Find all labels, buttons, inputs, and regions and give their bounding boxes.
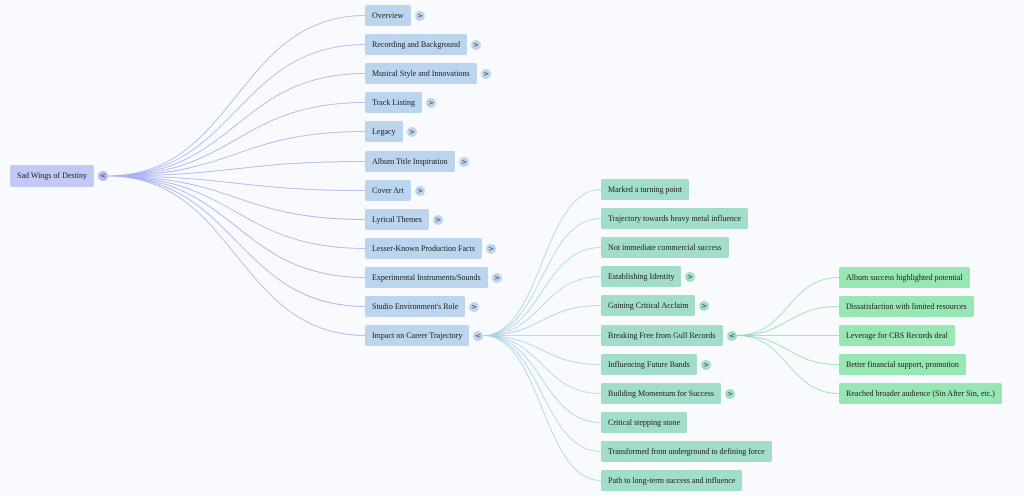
root-collapse-toggle[interactable]: < bbox=[98, 171, 108, 181]
edge-breaking-to-reached-broader-audience-sin-after-sin-etc bbox=[736, 335, 840, 394]
edge-impact-to-marked-a-turning-point bbox=[482, 189, 602, 336]
expand-toggle-legacy[interactable]: > bbox=[407, 126, 417, 137]
edge-root-to-lyrical-themes bbox=[107, 175, 366, 220]
expand-toggle-recording-and-background[interactable]: > bbox=[471, 39, 481, 50]
expand-toggle-cover-art[interactable]: > bbox=[415, 185, 425, 196]
impact-node-trajectory-towards-heavy-metal-influence[interactable]: Trajectory towards heavy metal influence bbox=[601, 208, 748, 229]
topic-node-impact-on-career-trajectory[interactable]: Impact on Career Trajectory bbox=[365, 325, 470, 346]
edge-impact-to-path-to-long-term-success-and-influence bbox=[482, 335, 602, 481]
impact-node-marked-a-turning-point[interactable]: Marked a turning point bbox=[601, 179, 689, 200]
edge-impact-to-building-momentum-for-success bbox=[482, 335, 602, 394]
impact-node-critical-stepping-stone[interactable]: Critical stepping stone bbox=[601, 412, 687, 433]
collapse-toggle-impact-on-career-trajectory[interactable]: < bbox=[473, 330, 483, 341]
edge-impact-to-trajectory-towards-heavy-metal-influence bbox=[482, 218, 602, 336]
edge-root-to-lesser-known-production-facts bbox=[107, 175, 366, 249]
topic-node-experimental-instruments-sounds[interactable]: Experimental Instruments/Sounds bbox=[365, 267, 488, 288]
expand-toggle-album-title-inspiration[interactable]: > bbox=[459, 156, 469, 167]
expand-toggle-studio-environment-s-role[interactable]: > bbox=[469, 301, 479, 312]
topic-node-lesser-known-production-facts[interactable]: Lesser-Known Production Facts bbox=[365, 238, 482, 259]
expand-toggle-overview[interactable]: > bbox=[415, 10, 425, 21]
breaking-node-reached-broader-audience-sin-after-sin-etc[interactable]: Reached broader audience (Sin After Sin,… bbox=[839, 383, 1002, 404]
impact-node-breaking-free-from-gull-records[interactable]: Breaking Free from Gull Records bbox=[601, 325, 723, 346]
expand-toggle-track-listing[interactable]: > bbox=[426, 97, 436, 108]
expand-toggle-building-momentum-for-success[interactable]: > bbox=[725, 388, 735, 399]
edge-root-to-experimental-instruments-sounds bbox=[107, 175, 366, 278]
collapse-toggle-breaking-free-from-gull-records[interactable]: < bbox=[727, 330, 737, 341]
impact-node-building-momentum-for-success[interactable]: Building Momentum for Success bbox=[601, 383, 721, 404]
edge-root-to-studio-environment-s-role bbox=[107, 175, 366, 307]
topic-node-recording-and-background[interactable]: Recording and Background bbox=[365, 34, 467, 55]
impact-node-not-immediate-commercial-success[interactable]: Not immediate commercial success bbox=[601, 237, 729, 258]
topic-node-track-listing[interactable]: Track Listing bbox=[365, 92, 423, 113]
edge-root-to-musical-style-and-innovations bbox=[107, 73, 366, 177]
impact-node-gaining-critical-acclaim[interactable]: Gaining Critical Acclaim bbox=[601, 295, 696, 316]
edge-root-to-recording-and-background bbox=[107, 44, 366, 177]
impact-node-transformed-from-underground-to-defining-force[interactable]: Transformed from underground to defining… bbox=[601, 441, 772, 462]
edge-root-to-track-listing bbox=[107, 102, 366, 177]
topic-node-musical-style-and-innovations[interactable]: Musical Style and Innovations bbox=[365, 63, 477, 84]
breaking-node-better-financial-support-promotion[interactable]: Better financial support, promotion bbox=[839, 354, 966, 375]
root-node[interactable]: Sad Wings of Destiny bbox=[10, 165, 94, 187]
impact-node-path-to-long-term-success-and-influence[interactable]: Path to long-term success and influence bbox=[601, 470, 743, 491]
topic-node-legacy[interactable]: Legacy bbox=[365, 121, 403, 142]
expand-toggle-musical-style-and-innovations[interactable]: > bbox=[481, 68, 491, 79]
edge-impact-to-influencing-future-bands bbox=[482, 335, 602, 365]
breaking-node-leverage-for-cbs-records-deal[interactable]: Leverage for CBS Records deal bbox=[839, 325, 955, 346]
topic-node-album-title-inspiration[interactable]: Album Title Inspiration bbox=[365, 151, 455, 172]
edge-impact-to-critical-stepping-stone bbox=[482, 335, 602, 423]
breaking-node-dissatisfaction-with-limited-resources[interactable]: Dissatisfaction with limited resources bbox=[839, 296, 974, 317]
expand-toggle-establishing-identity[interactable]: > bbox=[685, 271, 695, 282]
expand-toggle-lyrical-themes[interactable]: > bbox=[433, 214, 443, 225]
edge-impact-to-transformed-from-underground-to-defining-force bbox=[482, 335, 602, 452]
expand-toggle-experimental-instruments-sounds[interactable]: > bbox=[492, 272, 502, 283]
edge-root-to-album-title-inspiration bbox=[107, 161, 366, 177]
edge-impact-to-gaining-critical-acclaim bbox=[482, 305, 602, 336]
impact-node-establishing-identity[interactable]: Establishing Identity bbox=[601, 266, 682, 287]
edge-impact-to-establishing-identity bbox=[482, 276, 602, 336]
topic-node-lyrical-themes[interactable]: Lyrical Themes bbox=[365, 209, 429, 230]
topic-node-studio-environment-s-role[interactable]: Studio Environment's Role bbox=[365, 296, 466, 317]
edge-impact-to-not-immediate-commercial-success bbox=[482, 247, 602, 336]
edge-root-to-legacy bbox=[107, 131, 366, 177]
edge-breaking-to-better-financial-support-promotion bbox=[736, 335, 840, 365]
expand-toggle-gaining-critical-acclaim[interactable]: > bbox=[699, 300, 709, 311]
expand-toggle-influencing-future-bands[interactable]: > bbox=[701, 359, 711, 370]
edge-root-to-impact-on-career-trajectory bbox=[107, 175, 366, 336]
edge-root-to-overview bbox=[107, 15, 366, 177]
edge-root-to-cover-art bbox=[107, 175, 366, 191]
edge-breaking-to-album-success-highlighted-potential bbox=[736, 277, 840, 336]
impact-node-influencing-future-bands[interactable]: Influencing Future Bands bbox=[601, 354, 697, 375]
topic-node-overview[interactable]: Overview bbox=[365, 5, 411, 26]
breaking-node-album-success-highlighted-potential[interactable]: Album success highlighted potential bbox=[839, 267, 970, 288]
expand-toggle-lesser-known-production-facts[interactable]: > bbox=[486, 243, 496, 254]
topic-node-cover-art[interactable]: Cover Art bbox=[365, 180, 411, 201]
edge-breaking-to-dissatisfaction-with-limited-resources bbox=[736, 306, 840, 336]
